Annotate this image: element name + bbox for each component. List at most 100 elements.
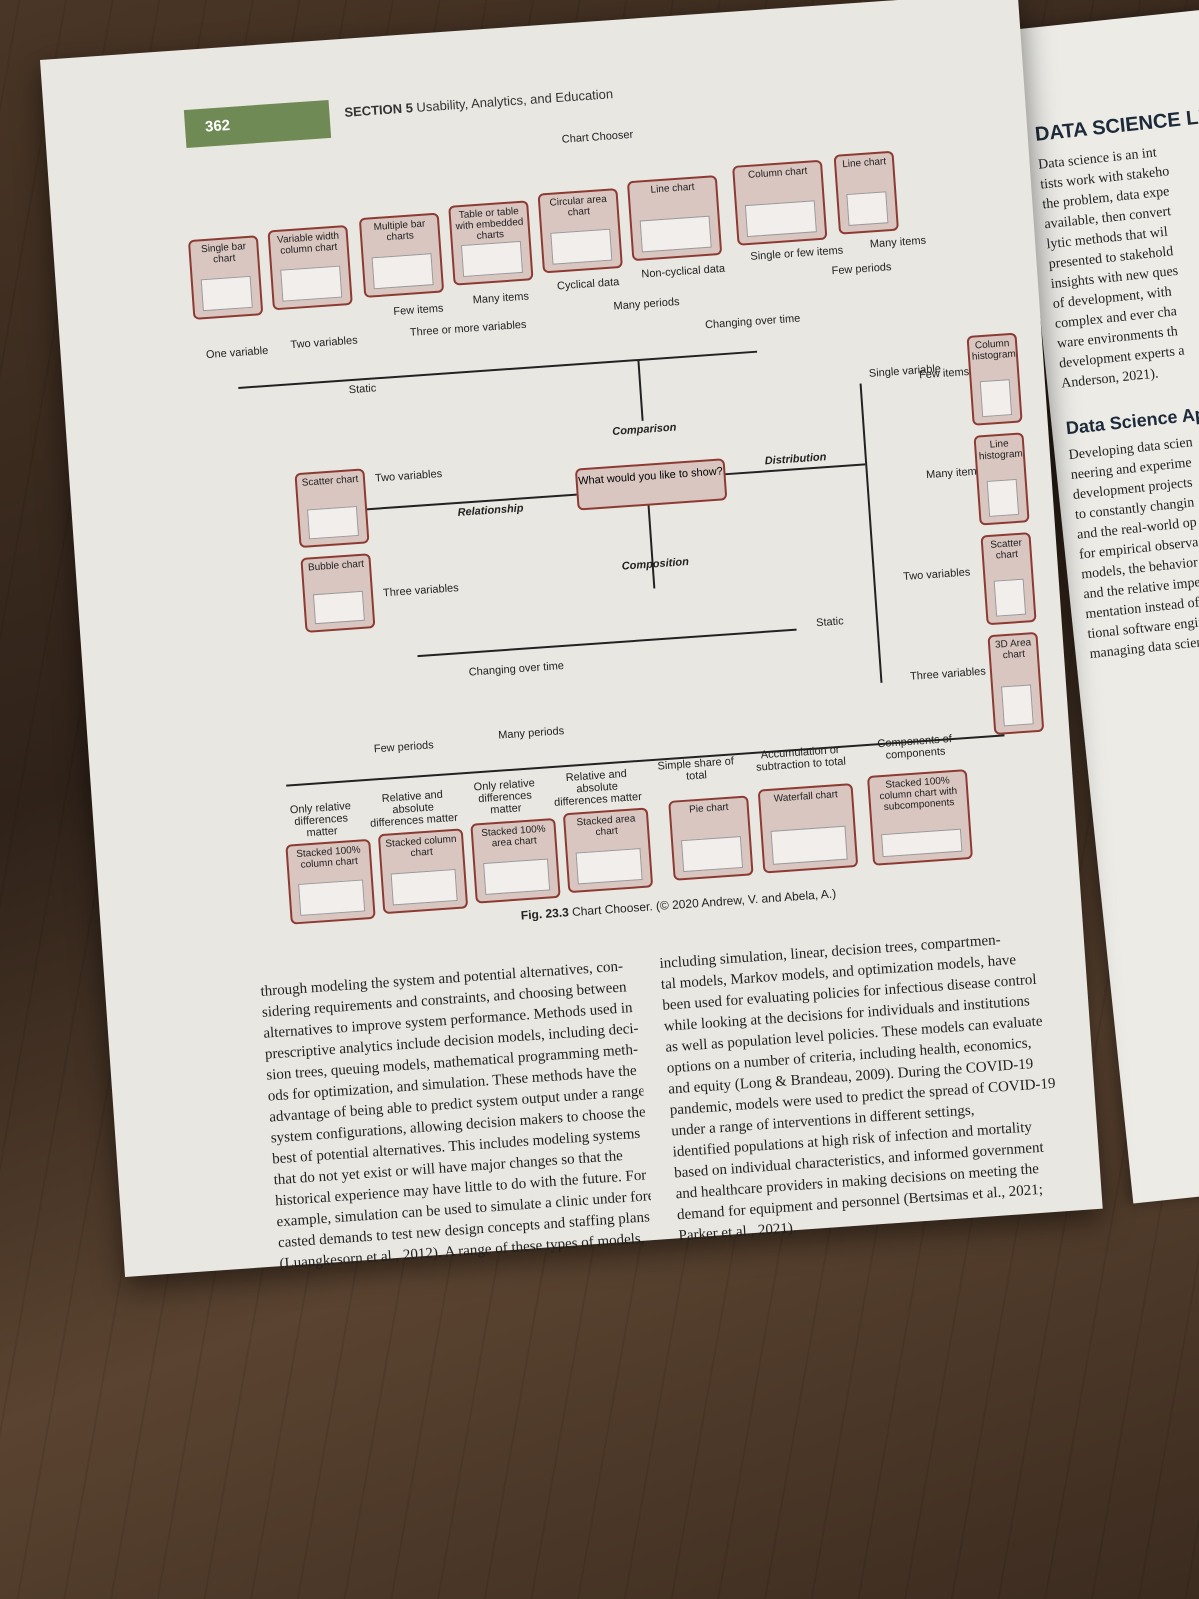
leaf-label-3: Only relative differences matter xyxy=(473,777,536,817)
connector-line xyxy=(637,360,644,421)
chart-box-single-bar: Single bar chart xyxy=(187,235,264,320)
left-page: 362 SECTION 5 Usability, Analytics, and … xyxy=(40,0,1103,1278)
chart-box-label: 3D Area chart xyxy=(994,637,1032,662)
chart-box-label: Stacked area chart xyxy=(576,813,636,839)
chart-box-column-histogram: Column histogram xyxy=(966,332,1023,426)
label-rel-two: Two variables xyxy=(374,467,443,485)
section-title: Usability, Analytics, and Education xyxy=(415,86,614,115)
chart-box-stacked-100-area: Stacked 100% area chart xyxy=(470,817,561,904)
label-dist-three: Three variables xyxy=(909,665,987,683)
chart-box-line-many: Line chart xyxy=(833,150,899,235)
column-chart-icon xyxy=(744,199,817,238)
chart-box-label: Pie chart xyxy=(688,801,729,816)
label-single-few: Single or few items xyxy=(750,244,844,263)
chart-box-stacked-area: Stacked area chart xyxy=(562,807,654,894)
label-few-periods: Few periods xyxy=(831,261,892,278)
chart-box-waterfall: Waterfall chart xyxy=(757,783,859,874)
label-static-comparison: Static xyxy=(348,382,377,397)
body-column-left: through modeling the system and potentia… xyxy=(260,956,655,1275)
chart-box-variable-width: Variable width column chart xyxy=(267,224,353,311)
chart-box-line-histogram: Line histogram xyxy=(973,432,1030,526)
label-many-items-2: Many items xyxy=(869,234,927,251)
label-two-variables: Two variables xyxy=(290,334,359,352)
leaf-label-2: Relative and absolute differences matter xyxy=(369,788,459,830)
chart-box-column: Column chart xyxy=(732,159,828,246)
chart-box-3d-area: 3D Area chart xyxy=(987,631,1045,736)
chart-box-label: Waterfall chart xyxy=(773,789,839,805)
chart-box-scatter: Scatter chart xyxy=(294,468,370,549)
label-few-items: Few items xyxy=(393,302,444,318)
chart-box-label: Stacked 100% column chart xyxy=(295,844,362,871)
chart-box-label: Line histogram xyxy=(978,438,1024,463)
histogram-icon xyxy=(979,378,1013,418)
label-one-variable: One variable xyxy=(205,344,269,362)
chart-box-label: Multiple bar charts xyxy=(373,218,426,244)
stacked-column-icon xyxy=(881,828,963,858)
table-icon xyxy=(460,240,524,278)
label-comp-changing: Changing over time xyxy=(468,659,565,679)
stacked-column-icon xyxy=(298,879,366,916)
chart-box-table: Table or table with embedded charts xyxy=(448,200,534,286)
area-chart-icon xyxy=(483,858,551,895)
chart-box-stacked-column: Stacked column chart xyxy=(377,828,469,915)
chart-box-label: Circular area chart xyxy=(549,193,608,219)
bell-curve-icon xyxy=(986,478,1020,517)
label-many-periods: Many periods xyxy=(613,295,680,313)
area-chart-icon xyxy=(575,847,643,885)
category-relationship: Relationship xyxy=(457,502,524,519)
label-changing-over-time: Changing over time xyxy=(704,312,801,332)
category-composition: Composition xyxy=(621,555,690,573)
chart-box-stacked-subcomponents: Stacked 100% column chart with subcompon… xyxy=(866,769,973,866)
chart-box-scatter-dist: Scatter chart xyxy=(980,532,1037,626)
label-comp-few-periods: Few periods xyxy=(373,739,435,756)
chart-box-label: Column chart xyxy=(747,165,808,181)
chart-box-label: Variable width column chart xyxy=(276,230,340,257)
leaf-label-6: Accumulation or subtraction to total xyxy=(755,743,847,774)
label-dist-many: Many items xyxy=(925,465,983,482)
chart-box-label: Single bar chart xyxy=(200,241,247,266)
chart-box-label: Stacked column chart xyxy=(385,833,457,860)
connector-line xyxy=(238,350,758,389)
chart-box-label: Line chart xyxy=(650,181,695,196)
chart-box-label: Stacked 100% column chart with subcompon… xyxy=(879,775,958,813)
label-rel-three: Three variables xyxy=(382,582,460,600)
label-three-more: Three or more variables xyxy=(409,318,527,339)
pie-chart-icon xyxy=(680,835,744,873)
label-many-items: Many items xyxy=(472,290,530,307)
chart-box-label: Bubble chart xyxy=(307,558,365,574)
chart-chooser-diagram: Chart Chooser Single bar chart Variable … xyxy=(182,105,1045,925)
page-number: 362 xyxy=(204,116,231,136)
column-chart-icon xyxy=(280,265,343,302)
radar-chart-icon xyxy=(550,228,613,265)
category-comparison: Comparison xyxy=(611,421,677,438)
right-heading-1: DATA SCIENCE LI xyxy=(1033,106,1199,146)
label-cyclical: Cyclical data xyxy=(556,276,620,293)
body-column-right: including simulation, linear, decision t… xyxy=(659,925,1089,1247)
line-chart-icon xyxy=(639,215,712,253)
chart-box-multiple-bar: Multiple bar charts xyxy=(358,212,445,298)
chart-box-label: Column histogram xyxy=(971,338,1017,363)
chart-box-circular-area: Circular area chart xyxy=(537,188,623,274)
scatter-chart-icon xyxy=(306,505,359,540)
chart-box-label: Scatter chart xyxy=(301,473,359,489)
chart-box-label: Stacked 100% area chart xyxy=(480,823,547,850)
category-distribution: Distribution xyxy=(764,451,827,468)
label-dist-two: Two variables xyxy=(902,566,971,584)
line-chart-icon xyxy=(846,190,889,227)
chart-box-stacked-100-column: Stacked 100% column chart xyxy=(285,838,376,925)
connector-line xyxy=(859,383,883,683)
label-comp-many-periods: Many periods xyxy=(497,725,565,742)
chart-box-bubble: Bubble chart xyxy=(300,553,376,633)
bar-chart-icon xyxy=(200,275,253,312)
bar-chart-icon xyxy=(371,252,434,290)
leaf-label-1: Only relative differences matter xyxy=(289,800,352,840)
stacked-column-icon xyxy=(390,868,458,906)
figure-label: Fig. 23.3 xyxy=(520,905,570,923)
label-comp-static: Static xyxy=(815,615,845,630)
question-box: What would you like to show? xyxy=(574,458,728,511)
scatter-chart-icon xyxy=(993,578,1027,617)
label-dist-few: Few items xyxy=(918,365,970,382)
bubble-chart-icon xyxy=(312,590,365,625)
chart-box-line: Line chart xyxy=(626,175,723,262)
diagram-title: Chart Chooser xyxy=(561,128,634,146)
